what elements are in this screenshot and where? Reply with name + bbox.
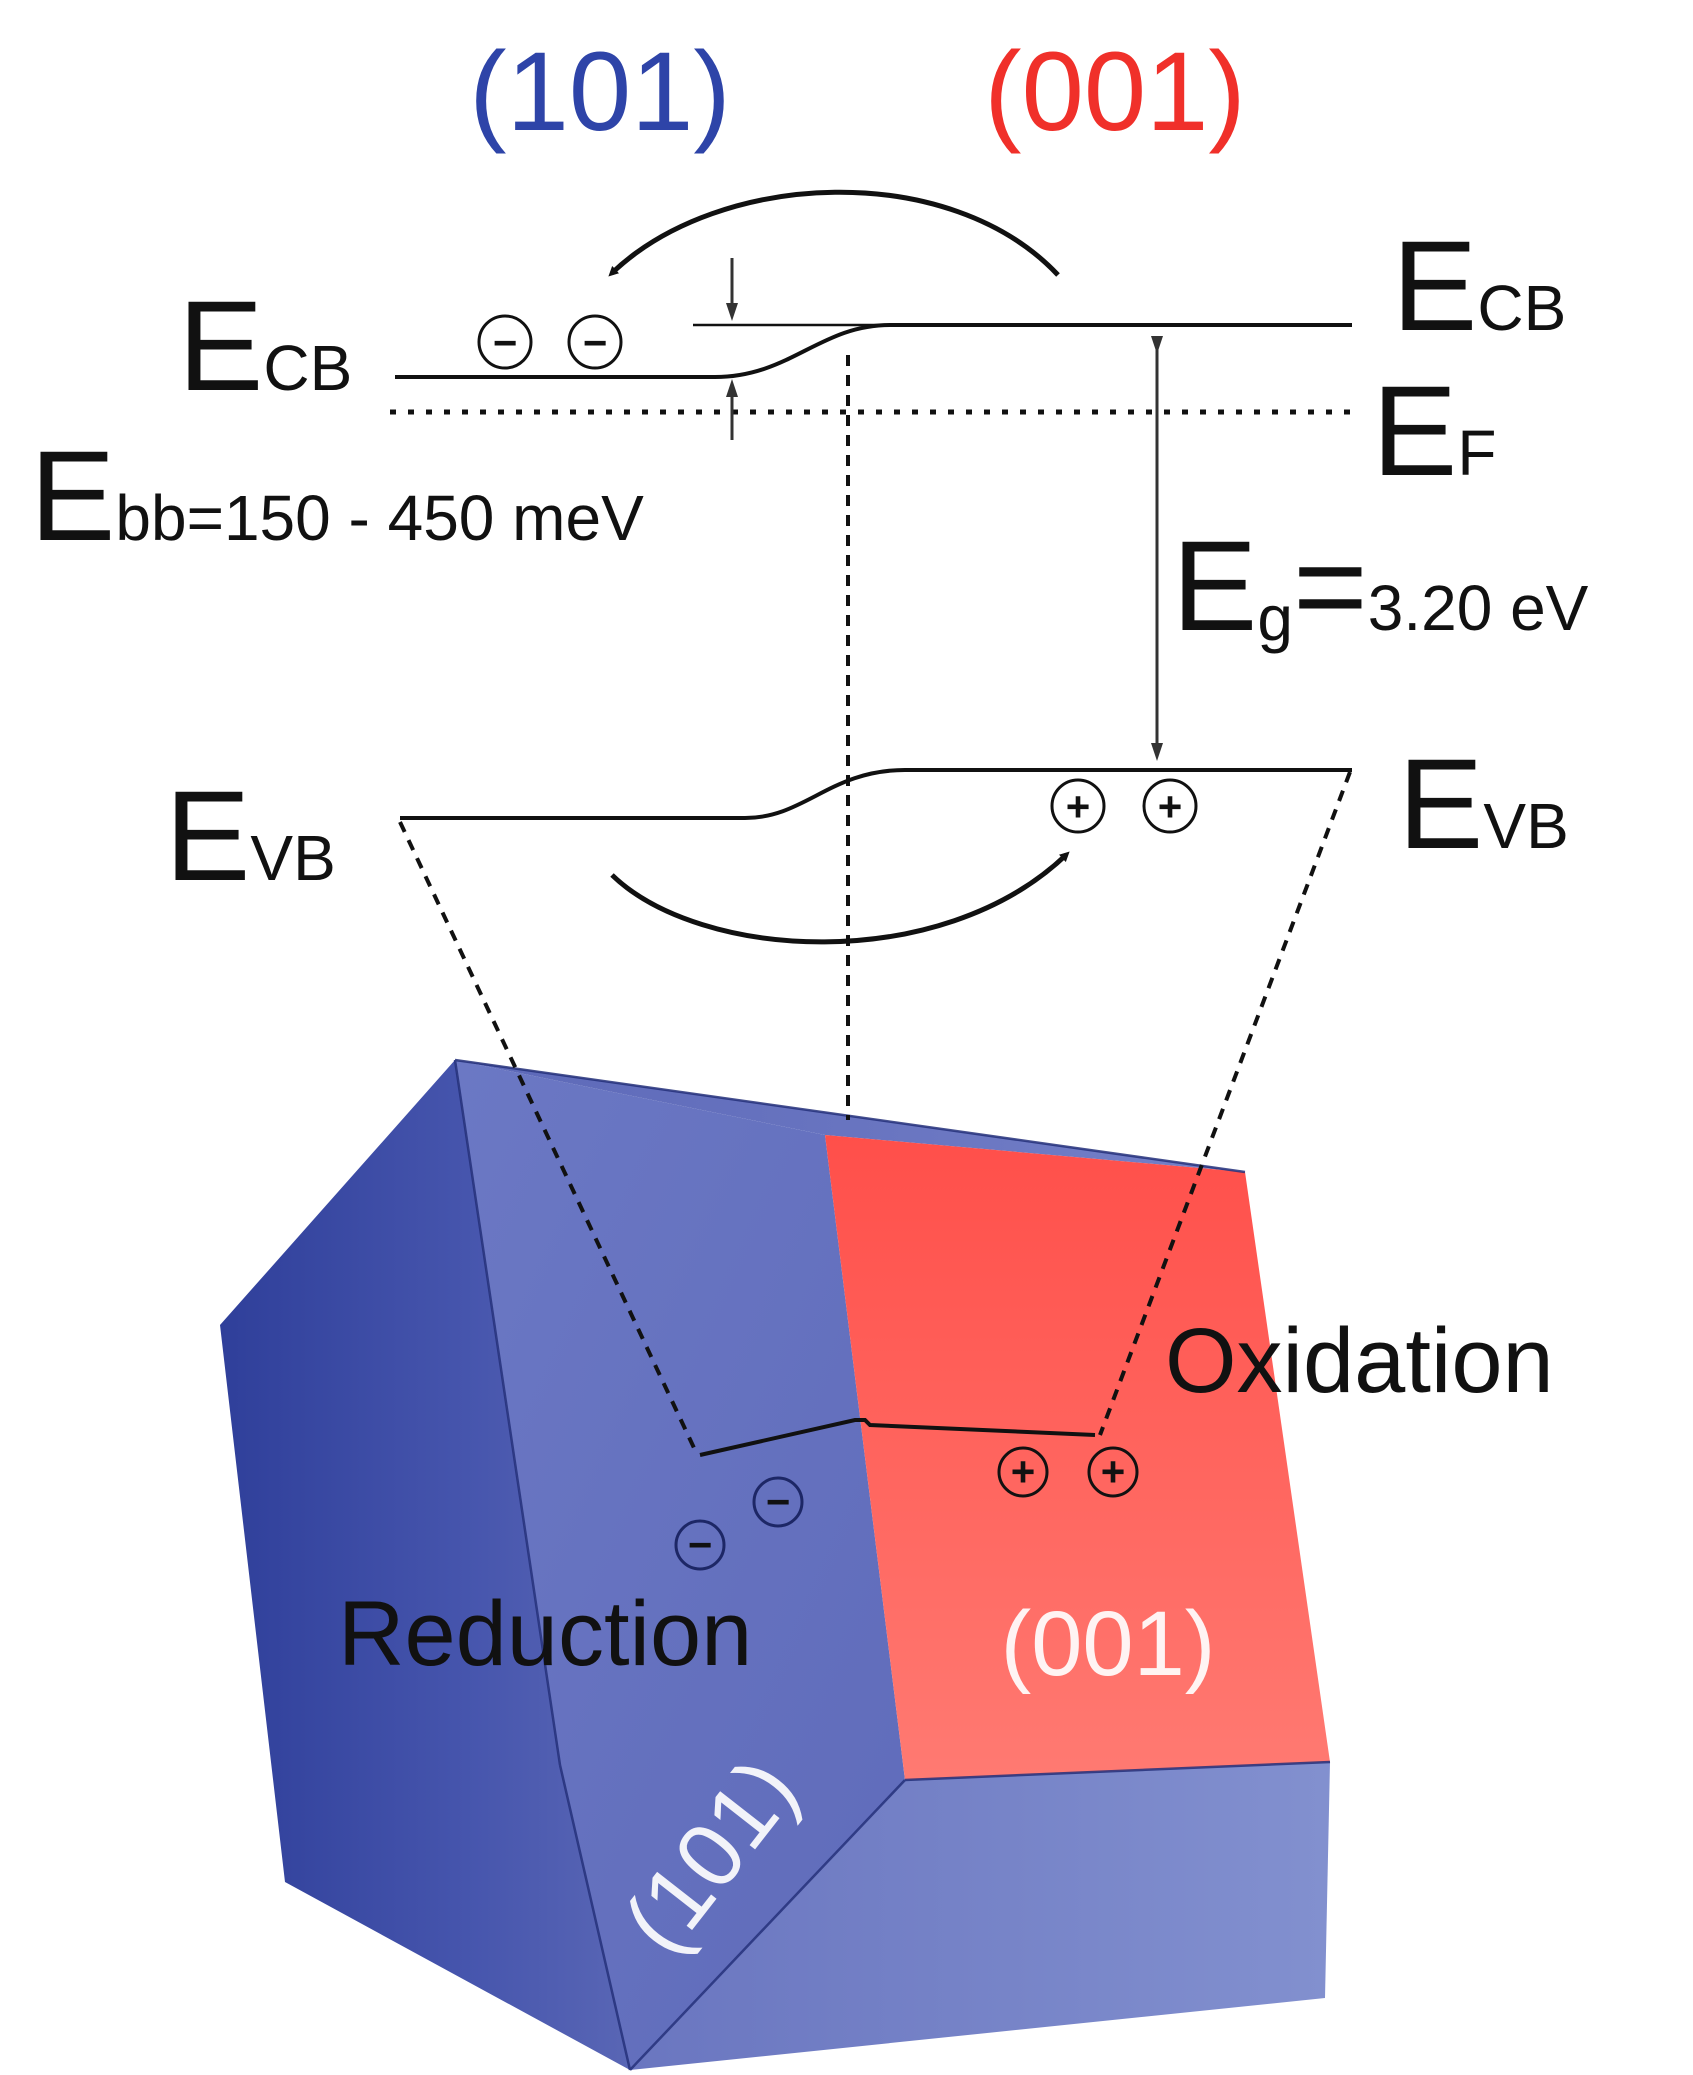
oxidation-label: Oxidation: [1165, 1310, 1554, 1412]
svg-text:−: −: [493, 319, 518, 366]
facet-101-title: (101): [469, 29, 730, 154]
electron-surface-1: −: [674, 1519, 726, 1571]
surface-band-path: [699, 1418, 1096, 1457]
valence-band-line: [400, 768, 1352, 820]
crystal-front-101-face: [455, 1060, 905, 2070]
band-bending-label: Ebb=150 - 450 meV: [30, 425, 644, 568]
evb-right-label: EVB: [1398, 733, 1569, 876]
ecb-right-label: ECB: [1392, 215, 1566, 358]
electron-transfer-arrow: [608, 189, 1060, 277]
hole-surface-1: +: [997, 1446, 1049, 1498]
hole-vb-1: +: [1050, 778, 1106, 834]
conduction-band-line: [395, 323, 1352, 379]
hole-transfer-arrow: [610, 851, 1070, 945]
svg-text:−: −: [688, 1521, 713, 1568]
band-gap-label: Eg=3.20 eV: [1172, 515, 1589, 658]
svg-text:+: +: [1158, 783, 1183, 830]
svg-text:−: −: [766, 1478, 791, 1525]
electron-cb-2: −: [567, 314, 623, 370]
face-001-label: (001): [1001, 1593, 1216, 1695]
svg-text:−: −: [583, 319, 608, 366]
svg-text:+: +: [1066, 783, 1091, 830]
crystal: [220, 1058, 1331, 2071]
energy-bands: [390, 323, 1352, 820]
svg-text:+: +: [1011, 1448, 1036, 1495]
facet-001-title: (001): [984, 29, 1245, 154]
electron-surface-2: −: [752, 1476, 804, 1528]
hole-surface-2: +: [1087, 1446, 1139, 1498]
crystal-left-face: [220, 1060, 630, 2070]
ecb-left-label: ECB: [178, 275, 352, 418]
crystal-001-face: [825, 1135, 1330, 1780]
reduction-label: Reduction: [338, 1583, 752, 1685]
evb-left-label: EVB: [165, 765, 336, 908]
electron-cb-1: −: [477, 314, 533, 370]
projection-lines: [398, 355, 1352, 1451]
charges: − − + + − − + +: [477, 314, 1198, 1571]
fermi-label: EF: [1372, 360, 1496, 503]
svg-text:+: +: [1101, 1448, 1126, 1495]
hole-vb-2: +: [1142, 778, 1198, 834]
crystal-bottom-face: [630, 1762, 1330, 2070]
